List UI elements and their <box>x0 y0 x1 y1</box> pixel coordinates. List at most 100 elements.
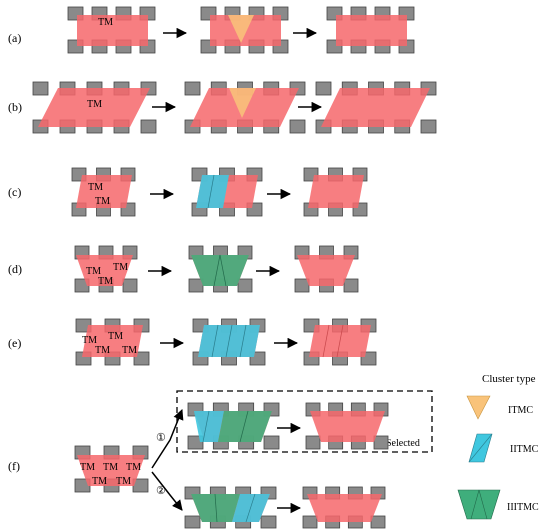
cluster-edge <box>239 410 249 443</box>
row-e-stage-1: TM TM TM TM <box>75 318 150 366</box>
row-d: TM TM TM <box>74 245 359 293</box>
cluster-edge <box>214 493 218 523</box>
gray-block <box>188 278 204 293</box>
row-a-stage-1: TM <box>67 6 156 54</box>
tm-region <box>321 88 430 127</box>
row-e-stage-3 <box>303 318 377 366</box>
tm-label: TM <box>88 182 103 193</box>
gray-block <box>343 278 359 293</box>
gray-block <box>305 435 321 450</box>
cluster-edge <box>207 174 215 209</box>
row-b-stage-1: TM <box>32 81 157 134</box>
tm-region <box>76 175 132 208</box>
gray-block <box>32 81 49 96</box>
legend-title: Cluster type <box>482 373 536 385</box>
tm-label: TM <box>113 262 128 273</box>
row-label-e: (e) <box>8 336 21 350</box>
iitmc-cluster <box>232 494 270 522</box>
row-label-b: (b) <box>8 100 22 114</box>
tm-label: TM <box>98 17 113 28</box>
row-f-route-2-stage-2 <box>184 486 277 529</box>
row-f-route-1-stage-2 <box>187 402 280 450</box>
row-f-route-2-stage-3 <box>302 486 386 529</box>
row-c-stage-2 <box>191 167 263 217</box>
route-2-marker: ② <box>156 485 166 497</box>
row-label-d: (d) <box>8 262 22 276</box>
legend-label-itmc: ITMC <box>508 405 533 416</box>
tm-label: TM <box>122 345 137 356</box>
tm-label: TM <box>87 99 102 110</box>
cluster-edge <box>245 493 256 523</box>
gray-block <box>420 119 437 134</box>
legend-label-iiitmc: IIITMC <box>507 502 539 513</box>
cluster-edge <box>225 324 233 358</box>
tm-label: TM <box>95 345 110 356</box>
tm-label: TM <box>98 276 113 287</box>
cluster-edge <box>202 410 210 443</box>
row-a-stage-3 <box>326 6 415 54</box>
tm-region <box>77 455 145 486</box>
row-c-stage-1: TM TM <box>71 167 136 217</box>
legend: Cluster type ITMC IITMC IIITMC <box>457 373 539 520</box>
row-b-stage-2 <box>184 81 306 134</box>
iitmc-cluster <box>194 411 224 442</box>
row-label-c: (c) <box>8 185 21 199</box>
cluster-edge <box>239 324 247 358</box>
cluster-edge <box>322 324 330 358</box>
row-b-stage-3 <box>315 81 437 134</box>
row-label-f: (f) <box>8 459 20 473</box>
gray-block <box>315 81 332 96</box>
row-a-stage-2 <box>200 6 289 54</box>
tm-label: TM <box>86 266 101 277</box>
tm-region <box>308 175 364 208</box>
row-labels: (a) (b) (c) (d) (e) (f) <box>8 31 22 473</box>
tm-region <box>297 255 355 286</box>
gray-block <box>237 278 253 293</box>
row-e: TM TM TM TM <box>75 318 377 366</box>
tm-region <box>77 15 148 46</box>
selected-label: Selected <box>386 438 420 449</box>
tm-region <box>336 15 407 46</box>
tm-region <box>82 325 143 357</box>
iiitmc-legend-icon <box>457 489 501 520</box>
gray-block <box>370 515 386 529</box>
tm-label: TM <box>126 462 141 473</box>
legend-label-iitmc: IITMC <box>510 444 539 455</box>
gray-block <box>187 435 204 450</box>
gray-block <box>373 435 389 450</box>
route-1-marker: ① <box>156 432 166 444</box>
row-b: TM <box>32 81 437 134</box>
gray-block <box>140 119 157 134</box>
row-f-route-1-stage-3 <box>305 402 389 450</box>
tm-label: TM <box>108 331 123 342</box>
cluster-edge <box>219 254 227 287</box>
iiitmc-cluster <box>191 255 249 286</box>
itmc-cluster <box>229 88 256 118</box>
gray-block <box>184 515 201 529</box>
tm-region <box>38 88 150 127</box>
gray-block <box>289 119 306 134</box>
iitmc-legend-edge <box>468 433 493 463</box>
tm-label: TM <box>80 462 95 473</box>
tm-label: TM <box>103 462 118 473</box>
row-e-stage-2 <box>192 318 266 366</box>
branch-arrow-1 <box>151 409 184 469</box>
iiitmc-cluster <box>191 494 240 522</box>
iitmc-cluster <box>196 175 229 208</box>
gray-block <box>122 278 138 293</box>
iiitmc-legend-edge <box>470 489 480 520</box>
gray-block <box>184 81 201 96</box>
gray-block <box>260 515 277 529</box>
row-c: TM TM <box>71 167 368 217</box>
iiitmc-cluster <box>218 411 272 442</box>
row-f-stage-1: TM TM TM TM TM <box>74 445 149 493</box>
gray-block <box>294 278 310 293</box>
cluster-edge <box>211 324 219 358</box>
iiitmc-legend-edge <box>478 489 488 520</box>
tm-label: TM <box>92 476 107 487</box>
gray-block <box>302 515 318 529</box>
tm-label: TM <box>116 476 131 487</box>
row-d-stage-1: TM TM TM <box>74 245 138 293</box>
itmc-legend-icon <box>466 395 491 420</box>
